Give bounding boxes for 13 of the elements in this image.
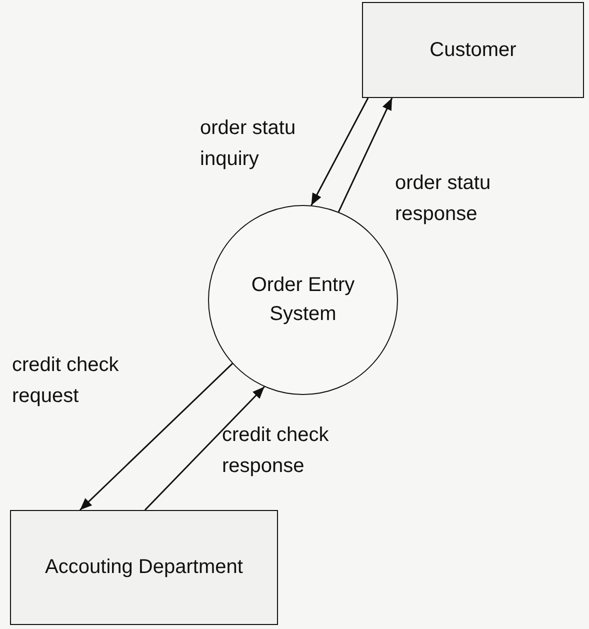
entity-box [10,510,278,625]
arrow [79,363,233,511]
edge-label: credit check request [12,353,120,409]
arrow [144,386,265,511]
entity-box [362,2,584,98]
arrow [310,98,369,206]
node-label: Accouting Department [45,556,243,579]
node-label: Customer [430,38,516,62]
edge-label: order statu response [395,171,492,227]
edge-label: credit check response [222,423,330,479]
node-label: Order Entry System [250,273,356,327]
arrow [338,98,393,212]
edge-label: order statu inquiry [200,116,297,172]
